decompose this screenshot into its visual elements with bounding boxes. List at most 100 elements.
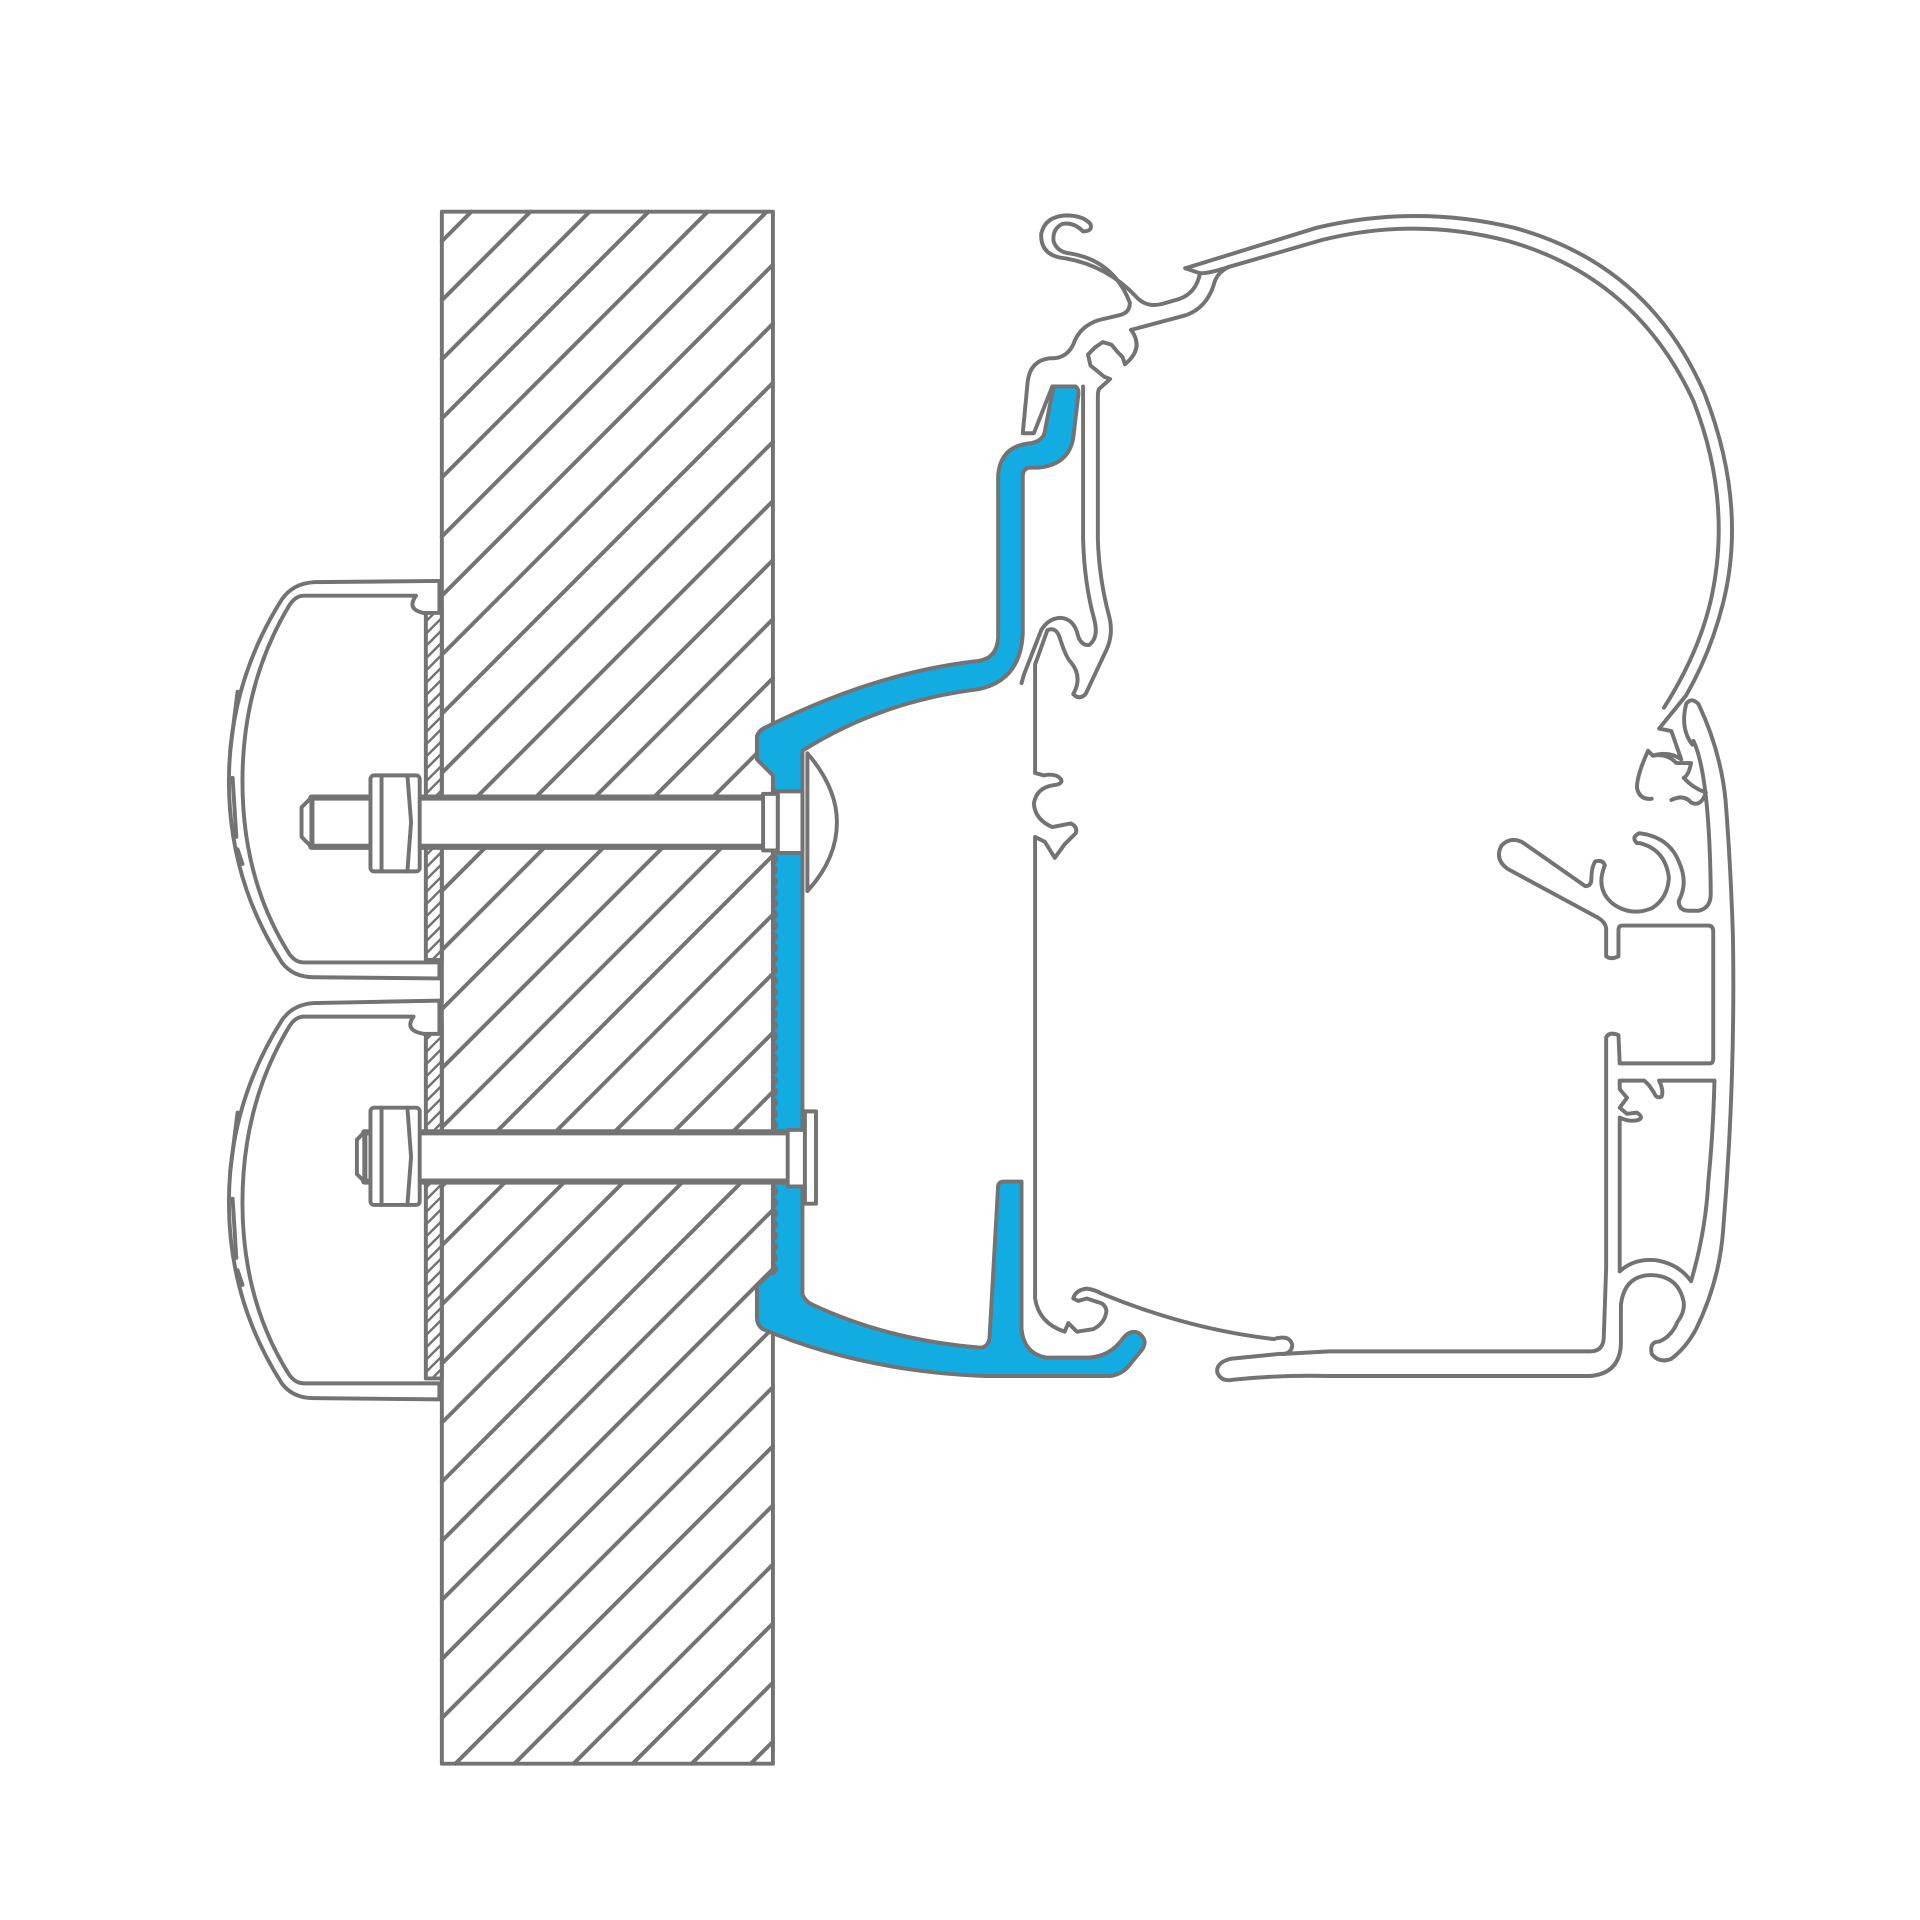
plate-hatch-line — [424, 1084, 444, 1103]
bolt-upper — [299, 751, 839, 894]
wall-hatch-line — [439, 209, 592, 362]
end-cap-lower — [226, 998, 442, 1402]
wall-hatch-line — [453, 1444, 775, 1766]
serration-tooth — [771, 1229, 779, 1243]
serration-tooth — [771, 1074, 779, 1088]
plate-hatch-line — [424, 1072, 444, 1091]
serration-tooth — [771, 1251, 779, 1265]
serration-tooth — [771, 1196, 779, 1209]
plate-hatch-line — [424, 690, 444, 709]
plate-hatch-line — [424, 1342, 444, 1362]
wall-hatch-line — [439, 794, 775, 1130]
plate-hatch-line — [424, 739, 444, 759]
plate-hatch-line — [424, 1281, 444, 1300]
plate-hatch-line — [424, 1047, 444, 1066]
mounting-plate-lower — [423, 1019, 444, 1381]
serration-tooth — [771, 1240, 779, 1254]
serration-tooth — [771, 1029, 779, 1043]
plate-hatch-line — [424, 1035, 444, 1054]
serration-tooth — [771, 1107, 779, 1121]
plate-hatch-line — [424, 616, 444, 636]
plate-hatch-line — [424, 628, 444, 648]
plate-hatch-line — [424, 678, 444, 697]
wall-hatch-line — [439, 380, 775, 716]
plate-hatch-line — [424, 1244, 444, 1263]
plate-hatch-line — [424, 1059, 444, 1079]
serration-tooth — [771, 1184, 779, 1198]
wall-hatch-line — [439, 1266, 775, 1602]
wall-hatch-line — [439, 912, 775, 1248]
serration-tooth — [771, 1085, 779, 1099]
plate-hatch-line — [424, 1182, 444, 1202]
serration-tooth — [771, 985, 779, 999]
wall-hatch-line — [439, 209, 474, 244]
serration-tooth — [771, 1063, 779, 1076]
serration-tooth — [771, 863, 779, 877]
plate-hatch-line — [424, 727, 444, 746]
serration-tooth — [771, 1040, 779, 1054]
plate-hatch-line — [424, 1355, 444, 1374]
plate-hatch-line — [424, 702, 444, 722]
plate-hatch-line — [424, 1195, 444, 1214]
adapter-rail — [754, 384, 1147, 1378]
serration-tooth — [771, 1262, 779, 1276]
wall-hatch-line — [689, 1680, 775, 1766]
plate-hatch-line — [424, 875, 444, 894]
plate-hatch-line — [424, 862, 444, 882]
serration-tooth — [771, 874, 779, 888]
plate-hatch-line — [424, 752, 444, 771]
plate-hatch-line — [424, 1219, 444, 1239]
serration-tooth — [771, 1096, 779, 1110]
wall-hatch-line — [439, 617, 775, 953]
plate-hatch-line — [424, 1330, 444, 1349]
wall-hatch-line — [439, 1030, 775, 1366]
awning-profile — [1019, 213, 1736, 1383]
wall-hatch-line — [439, 209, 710, 480]
plate-hatch-line — [424, 764, 444, 783]
serration-tooth — [771, 963, 779, 977]
wall-hatch-line — [630, 1621, 775, 1766]
plate-hatch-line — [424, 1096, 444, 1116]
plate-hatch-line — [424, 887, 444, 906]
serration-tooth — [771, 974, 779, 988]
wall-hatch-line — [439, 1148, 775, 1484]
serration-tooth — [771, 930, 779, 944]
plate-hatch-line — [424, 1108, 444, 1128]
mounting-plate-upper — [423, 601, 444, 962]
bolt-lower — [354, 1105, 818, 1207]
plate-hatch-line — [424, 850, 444, 869]
wall-hatch-line — [439, 439, 775, 775]
plate-hatch-line — [424, 641, 444, 660]
wall-hatch-line — [439, 209, 651, 421]
serration-tooth — [771, 896, 779, 910]
wall-section — [439, 209, 775, 1766]
plate-hatch-line — [424, 1232, 444, 1251]
plate-hatch-line — [424, 912, 444, 931]
serration-tooth — [771, 1218, 779, 1232]
plate-hatch-line — [424, 899, 444, 919]
wall-hatch-line — [439, 1207, 775, 1543]
wall-hatch-line — [439, 209, 533, 303]
wall-hatch-line — [439, 209, 769, 539]
plate-hatch-line — [424, 715, 444, 734]
plate-hatch-line — [424, 776, 444, 796]
wall-hatch-line — [748, 1739, 775, 1766]
serration-tooth — [771, 1052, 779, 1065]
serration-tooth — [771, 919, 779, 932]
wall-hatch-line — [439, 1385, 775, 1721]
plate-hatch-line — [424, 1305, 444, 1325]
plate-hatch-line — [424, 1256, 444, 1276]
serration-tooth — [771, 996, 779, 1010]
serration-tooth — [771, 941, 779, 955]
wall-hatch-line — [512, 1503, 775, 1766]
wall-hatch-line — [439, 735, 775, 1071]
wall-hatch-line — [439, 321, 775, 657]
plate-hatch-line — [424, 665, 444, 685]
serration-tooth — [771, 1118, 779, 1132]
serration-tooth — [771, 952, 779, 966]
serration-tooth — [771, 1207, 779, 1220]
wall-hatch-line — [439, 1326, 775, 1662]
serration-tooth — [771, 1007, 779, 1021]
serration-tooth — [771, 852, 779, 866]
